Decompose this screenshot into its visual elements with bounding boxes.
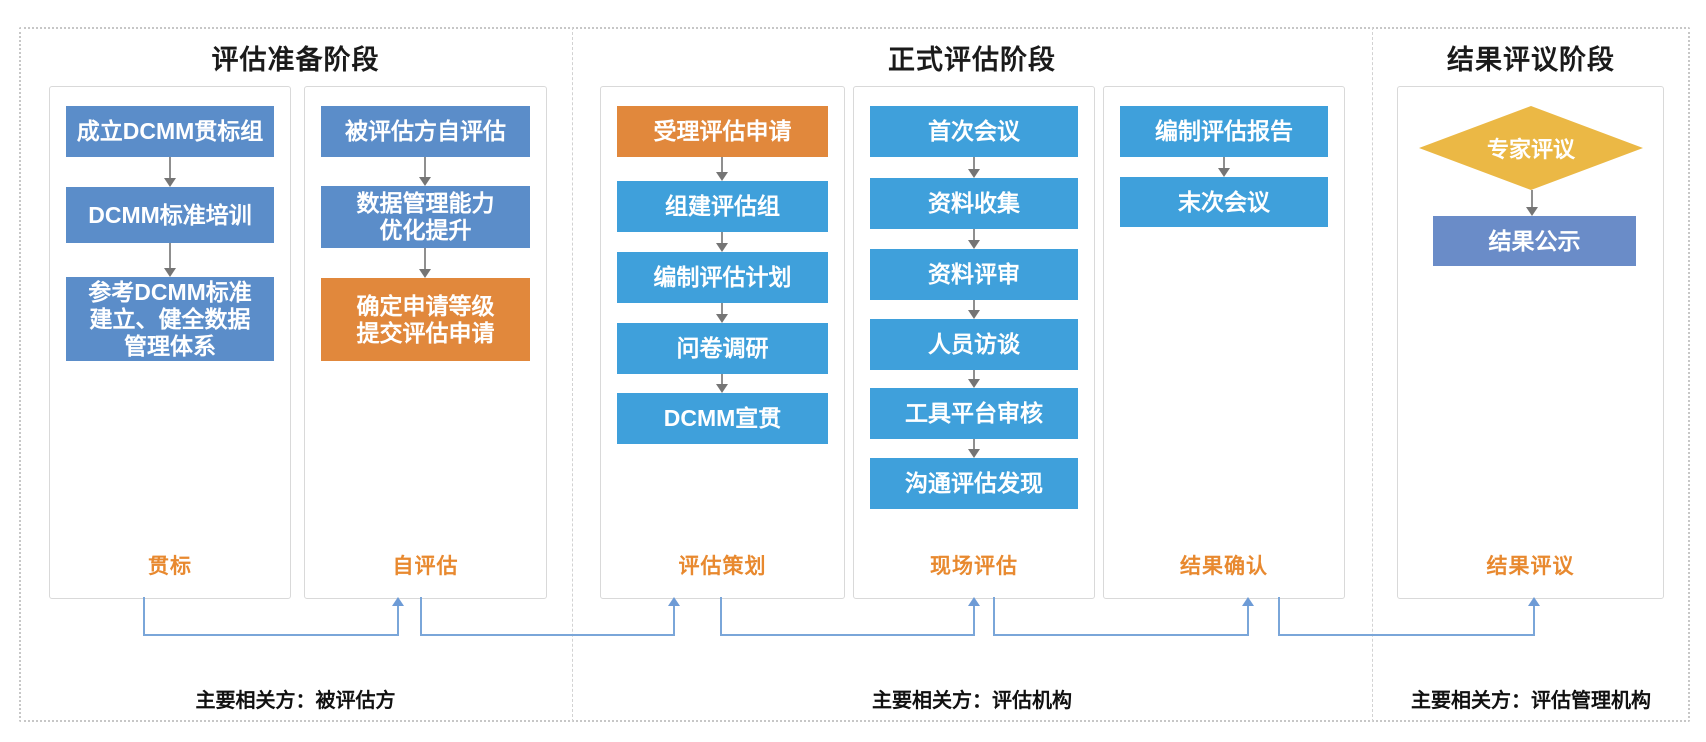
card-label-onsite-assessment: 现场评估 bbox=[930, 555, 1018, 578]
down-arrowhead-icon bbox=[968, 449, 980, 458]
connector-line bbox=[397, 606, 399, 635]
card-label-result-confirmation: 结果确认 bbox=[1180, 555, 1268, 578]
outer-dashed-border bbox=[19, 27, 1690, 722]
connector-line bbox=[1278, 597, 1280, 635]
down-arrowhead-icon bbox=[716, 314, 728, 323]
connector-line bbox=[1533, 606, 1535, 635]
down-arrowhead-icon bbox=[968, 169, 980, 178]
connector-line bbox=[143, 634, 399, 636]
down-arrow-icon bbox=[169, 243, 171, 268]
card-assessment-planning: 受理评估申请 组建评估组 编制评估计划 问卷调研 DCMM宣贯 评估策划 bbox=[600, 86, 845, 599]
down-arrow-icon bbox=[973, 229, 975, 240]
connector-line bbox=[1278, 634, 1535, 636]
down-arrow-icon bbox=[1531, 190, 1533, 207]
up-arrowhead-icon bbox=[1528, 597, 1540, 606]
stakeholder-label-assessment-agency: 主要相关方：评估机构 bbox=[872, 690, 1072, 712]
stakeholder-label-assessed-party: 主要相关方：被评估方 bbox=[195, 690, 396, 712]
card-standard-implementation: 成立DCMM贯标组 DCMM标准培训 参考DCMM标准 建立、健全数据 管理体系… bbox=[49, 86, 291, 599]
card-label-result-review: 结果评议 bbox=[1486, 555, 1575, 578]
step-build-data-management-system: 参考DCMM标准 建立、健全数据 管理体系 bbox=[66, 277, 274, 361]
step-form-assessment-team: 组建评估组 bbox=[617, 181, 828, 232]
down-arrow-icon bbox=[424, 157, 426, 177]
card-self-assessment: 被评估方自评估 数据管理能力 优化提升 确定申请等级 提交评估申请 自评估 bbox=[304, 86, 547, 599]
down-arrow-icon bbox=[1223, 157, 1225, 168]
connector-line bbox=[720, 634, 975, 636]
section-title-formal-assessment: 正式评估阶段 bbox=[888, 45, 1056, 75]
section-divider-2 bbox=[1372, 27, 1373, 722]
down-arrow-icon bbox=[721, 374, 723, 384]
section-title-result-review: 结果评议阶段 bbox=[1447, 45, 1615, 75]
down-arrowhead-icon bbox=[716, 384, 728, 393]
card-onsite-assessment: 首次会议 资料收集 资料评审 人员访谈 工具平台审核 沟通评估发现 现场评估 bbox=[853, 86, 1095, 599]
step-party-self-assessment: 被评估方自评估 bbox=[321, 106, 530, 157]
step-capability-improvement: 数据管理能力 优化提升 bbox=[321, 186, 530, 248]
down-arrowhead-icon bbox=[716, 243, 728, 252]
up-arrowhead-icon bbox=[968, 597, 980, 606]
step-publish-results: 结果公示 bbox=[1433, 216, 1636, 266]
down-arrowhead-icon bbox=[419, 177, 431, 186]
connector-line bbox=[420, 597, 422, 635]
up-arrowhead-icon bbox=[668, 597, 680, 606]
section-title-preparation: 评估准备阶段 bbox=[211, 45, 380, 75]
down-arrowhead-icon bbox=[164, 178, 176, 187]
step-questionnaire-survey: 问卷调研 bbox=[617, 323, 828, 374]
stakeholder-label-assessment-admin-agency: 主要相关方：评估管理机构 bbox=[1411, 690, 1651, 712]
down-arrow-icon bbox=[721, 303, 723, 314]
step-first-meeting: 首次会议 bbox=[870, 106, 1078, 157]
diamond-shape-icon bbox=[1419, 106, 1643, 190]
connector-line bbox=[993, 634, 1249, 636]
step-review-materials: 资料评审 bbox=[870, 249, 1078, 300]
step-expert-review: 专家评议 bbox=[1486, 137, 1575, 162]
down-arrow-icon bbox=[721, 157, 723, 172]
step-personnel-interviews: 人员访谈 bbox=[870, 319, 1078, 370]
step-establish-dcmm-team: 成立DCMM贯标组 bbox=[66, 106, 274, 157]
down-arrowhead-icon bbox=[419, 269, 431, 278]
down-arrow-icon bbox=[973, 300, 975, 310]
decision-diamond: 专家评议 bbox=[1419, 106, 1643, 190]
connector-line bbox=[720, 597, 722, 635]
section-divider-1 bbox=[572, 27, 573, 722]
down-arrowhead-icon bbox=[968, 310, 980, 319]
connector-line bbox=[973, 606, 975, 635]
step-tool-platform-review: 工具平台审核 bbox=[870, 388, 1078, 439]
connector-line bbox=[993, 597, 995, 635]
down-arrow-icon bbox=[973, 439, 975, 449]
step-communicate-findings: 沟通评估发现 bbox=[870, 458, 1078, 509]
step-final-meeting: 末次会议 bbox=[1120, 177, 1328, 227]
card-result-confirmation: 编制评估报告 末次会议 结果确认 bbox=[1103, 86, 1345, 599]
down-arrow-icon bbox=[169, 157, 171, 178]
connector-line bbox=[420, 634, 675, 636]
down-arrow-icon bbox=[721, 232, 723, 243]
down-arrowhead-icon bbox=[968, 240, 980, 249]
step-collect-materials: 资料收集 bbox=[870, 178, 1078, 229]
step-accept-application: 受理评估申请 bbox=[617, 106, 828, 157]
card-result-review: 专家评议 结果公示 结果评议 bbox=[1397, 86, 1664, 599]
down-arrowhead-icon bbox=[968, 379, 980, 388]
down-arrow-icon bbox=[973, 157, 975, 169]
step-submit-assessment-application: 确定申请等级 提交评估申请 bbox=[321, 278, 530, 361]
up-arrowhead-icon bbox=[1242, 597, 1254, 606]
step-draft-assessment-plan: 编制评估计划 bbox=[617, 252, 828, 303]
card-label-assessment-planning: 评估策划 bbox=[678, 555, 767, 578]
down-arrow-icon bbox=[424, 248, 426, 269]
up-arrowhead-icon bbox=[392, 597, 404, 606]
down-arrowhead-icon bbox=[1218, 168, 1230, 177]
step-draft-assessment-report: 编制评估报告 bbox=[1120, 106, 1328, 157]
step-dcmm-standard-training: DCMM标准培训 bbox=[66, 187, 274, 243]
down-arrowhead-icon bbox=[716, 172, 728, 181]
connector-line bbox=[673, 606, 675, 635]
card-label-self-assessment: 自评估 bbox=[392, 555, 459, 578]
down-arrowhead-icon bbox=[1526, 207, 1538, 216]
card-label-guanbiao: 贯标 bbox=[148, 555, 192, 578]
connector-line bbox=[143, 597, 145, 635]
step-dcmm-promotion: DCMM宣贯 bbox=[617, 393, 828, 444]
down-arrow-icon bbox=[973, 370, 975, 379]
down-arrowhead-icon bbox=[164, 268, 176, 277]
connector-line bbox=[1247, 606, 1249, 635]
